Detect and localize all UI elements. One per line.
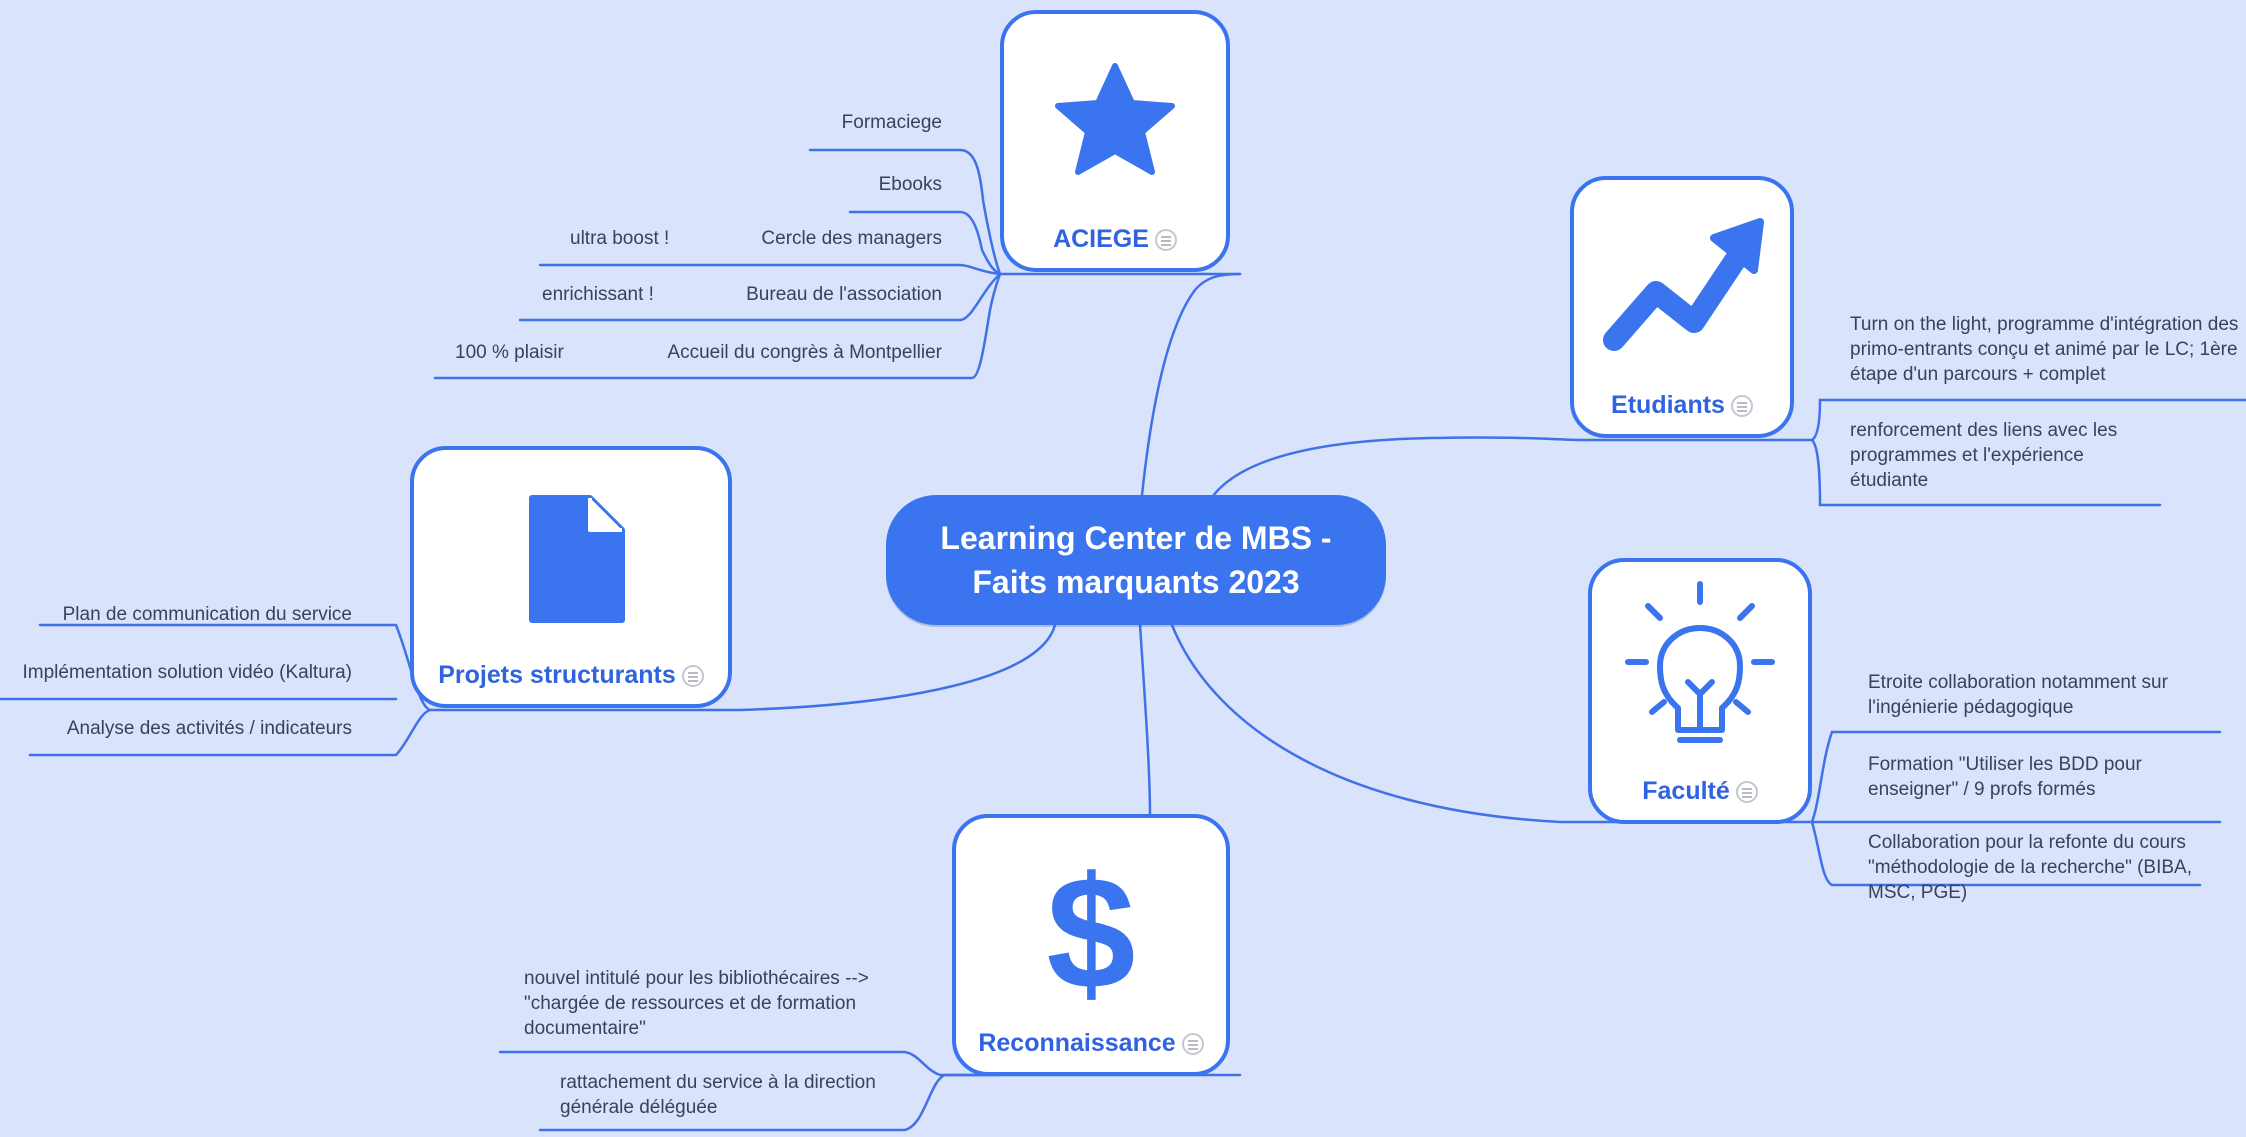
- faculte-item-formation-bdd[interactable]: Formation "Utiliser les BDD pour enseign…: [1868, 752, 2208, 802]
- aciege-item-note: ultra boost !: [570, 228, 670, 249]
- central-title-line-2: Faits marquants 2023: [972, 564, 1300, 600]
- central-title-line-1: Learning Center de MBS -: [940, 520, 1332, 556]
- projets-item-label: Plan de communication du service: [62, 604, 352, 625]
- faculte-item-etroite-collaboration[interactable]: Etroite collaboration notamment sur l'in…: [1868, 670, 2208, 720]
- trend-up-icon: [1603, 218, 1764, 351]
- aciege-note-plaisir[interactable]: 100 % plaisir: [455, 340, 564, 365]
- note-icon[interactable]: [1730, 395, 1753, 418]
- aciege-item-label: Formaciege: [841, 112, 942, 133]
- reconnaissance-item-label: rattachement du service à la direction g…: [560, 1072, 876, 1118]
- etudiants-item-renforcement[interactable]: renforcement des liens avec les programm…: [1850, 418, 2150, 493]
- aciege-item-note: enrichissant !: [542, 284, 654, 305]
- note-icon[interactable]: [681, 665, 704, 688]
- aciege-item-label: Accueil du congrès à Montpellier: [667, 342, 942, 363]
- topic-card-reconnaissance[interactable]: $ Reconnaissance: [952, 814, 1230, 1076]
- aciege-item-label: Bureau de l'association: [746, 284, 942, 305]
- svg-text:$: $: [1047, 843, 1136, 1018]
- topic-card-aciege[interactable]: ACIEGE: [1000, 10, 1230, 272]
- note-icon[interactable]: [1181, 1033, 1204, 1056]
- topic-card-projets[interactable]: Projets structurants: [410, 446, 732, 708]
- aciege-item-ebooks[interactable]: Ebooks: [700, 172, 942, 197]
- etudiants-item-turn-on-the-light[interactable]: Turn on the light, programme d'intégrati…: [1850, 312, 2242, 387]
- projets-item-plan-communication[interactable]: Plan de communication du service: [0, 602, 352, 627]
- topic-title-faculte: Faculté: [1592, 777, 1808, 806]
- topic-card-faculte[interactable]: Faculté: [1588, 558, 1812, 824]
- etudiants-item-label: Turn on the light, programme d'intégrati…: [1850, 314, 2239, 385]
- projets-item-label: Analyse des activités / indicateurs: [66, 718, 352, 739]
- note-icon[interactable]: [1154, 229, 1177, 252]
- faculte-item-label: Collaboration pour la refonte du cours "…: [1868, 832, 2193, 903]
- aciege-item-note: 100 % plaisir: [455, 342, 564, 363]
- topic-title-etudiants: Etudiants: [1574, 391, 1790, 420]
- aciege-item-formaciege[interactable]: Formaciege: [700, 110, 942, 135]
- central-topic[interactable]: Learning Center de MBS - Faits marquants…: [886, 495, 1386, 625]
- note-icon[interactable]: [1735, 781, 1758, 804]
- aciege-item-bureau[interactable]: Bureau de l'association: [660, 282, 942, 307]
- reconnaissance-item-label: nouvel intitulé pour les bibliothécaires…: [524, 968, 869, 1039]
- aciege-item-cercle[interactable]: Cercle des managers: [700, 226, 942, 251]
- reconnaissance-item-nouvel-intitule[interactable]: nouvel intitulé pour les bibliothécaires…: [524, 966, 904, 1041]
- faculte-item-label: Formation "Utiliser les BDD pour enseign…: [1868, 754, 2142, 800]
- aciege-title: ACIEGE: [1053, 225, 1149, 253]
- etudiants-item-label: renforcement des liens avec les programm…: [1850, 420, 2118, 491]
- topic-title-aciege: ACIEGE: [1004, 225, 1226, 254]
- projets-item-kaltura[interactable]: Implémentation solution vidéo (Kaltura): [0, 660, 352, 685]
- faculte-item-refonte-cours[interactable]: Collaboration pour la refonte du cours "…: [1868, 830, 2240, 905]
- lightbulb-icon: [1625, 581, 1775, 743]
- aciege-item-label: Ebooks: [878, 174, 942, 195]
- dollar-icon: $: [1047, 843, 1136, 1018]
- reconnaissance-title: Reconnaissance: [978, 1029, 1176, 1057]
- faculte-item-label: Etroite collaboration notamment sur l'in…: [1868, 672, 2168, 718]
- aciege-item-accueil[interactable]: Accueil du congrès à Montpellier: [600, 340, 942, 365]
- etudiants-title: Etudiants: [1611, 391, 1725, 419]
- aciege-item-label: Cercle des managers: [761, 228, 942, 249]
- aciege-note-ultra-boost[interactable]: ultra boost !: [570, 226, 669, 251]
- aciege-note-enrichissant[interactable]: enrichissant !: [542, 282, 654, 307]
- document-icon: [529, 495, 625, 623]
- faculte-title: Faculté: [1642, 777, 1730, 805]
- projets-title: Projets structurants: [438, 661, 676, 689]
- topic-title-reconnaissance: Reconnaissance: [956, 1029, 1226, 1058]
- projets-item-analyse[interactable]: Analyse des activités / indicateurs: [0, 716, 352, 741]
- reconnaissance-item-rattachement[interactable]: rattachement du service à la direction g…: [560, 1070, 910, 1120]
- star-icon: [1055, 63, 1175, 175]
- projets-item-label: Implémentation solution vidéo (Kaltura): [22, 662, 352, 683]
- topic-title-projets: Projets structurants: [414, 661, 728, 690]
- topic-card-etudiants[interactable]: Etudiants: [1570, 176, 1794, 438]
